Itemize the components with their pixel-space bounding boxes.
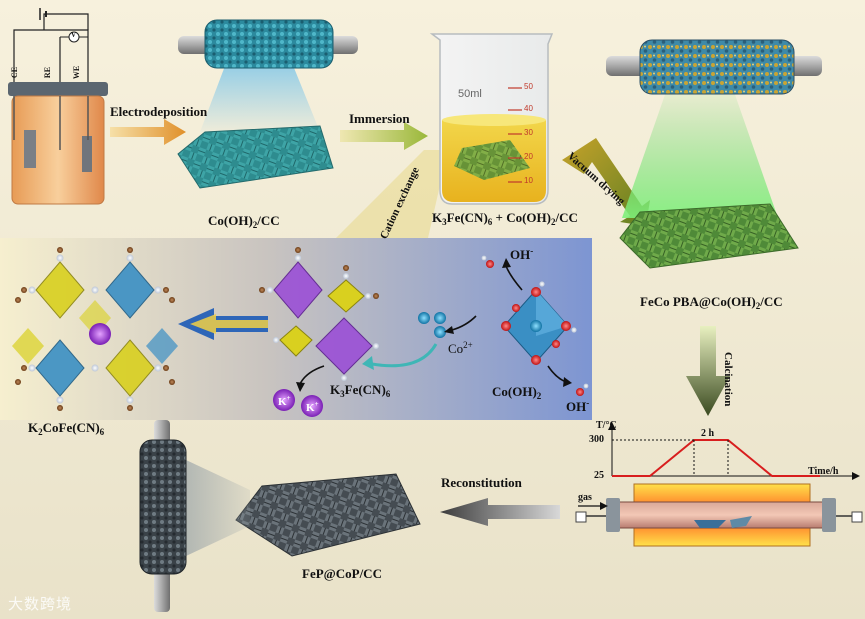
arrow-electrodeposition [110,119,186,145]
profile-t-high: 300 [589,434,604,445]
beaker-tick: 20 [524,152,533,161]
label-we: WE [72,66,81,79]
beaker [432,34,552,204]
label-calcination: Calcination [722,352,734,406]
beaker-tick: 30 [524,128,533,137]
label-ce: CE [10,67,19,78]
roller-feco-pba [606,40,822,218]
tube-furnace [576,484,862,546]
beaker-tick: 10 [524,176,533,185]
profile-t-low: 25 [594,470,604,481]
label-reconstitution: Reconstitution [441,475,522,491]
label-co-ion: Co2+ [448,340,473,357]
label-electrodeposition: Electrodeposition [110,104,207,120]
beaker-volume: 50ml [458,88,482,100]
profile-x-axis: Time/h [808,466,838,477]
cloth-feco-pba [620,204,798,268]
label-immersion: Immersion [349,111,410,127]
label-k2cofe: K2CoFe(CN)6 [28,420,104,437]
profile-y-axis: T/°C [596,420,617,431]
label-re: RE [43,67,52,78]
watermark: 大数跨境 [8,593,72,614]
profile-hold: 2 h [701,428,714,439]
label-k3fe-mixture: K3Fe(CN)6 + Co(OH)2/CC [432,210,578,227]
label-feco-pba: FeCo PBA@Co(OH)2/CC [640,294,783,311]
co-ion [418,312,430,324]
label-k3fe: K3Fe(CN)6 [330,382,390,399]
label-fep-cop: FeP@CoP/CC [302,566,382,582]
label-voltmeter: V [71,31,76,39]
label-oh-top: OH- [510,246,533,263]
label-co-oh2: Co(OH)2 [492,384,541,401]
label-k-ion-1: K+ [278,394,291,408]
co-ion [434,312,446,324]
label-oh-bottom: OH- [566,398,589,415]
cloth-fep-cop [236,474,420,556]
cloth-co-oh2 [178,126,333,188]
electrochemical-cell [8,8,108,204]
beaker-tick: 50 [524,82,533,91]
label-co-oh2-cc: Co(OH)2/CC [208,213,280,230]
roller-fep-cop [140,420,186,612]
label-k-ion-2: K+ [306,400,319,414]
arrow-reconstitution [440,498,560,526]
gas-label: gas [578,492,592,503]
beaker-tick: 40 [524,104,533,113]
